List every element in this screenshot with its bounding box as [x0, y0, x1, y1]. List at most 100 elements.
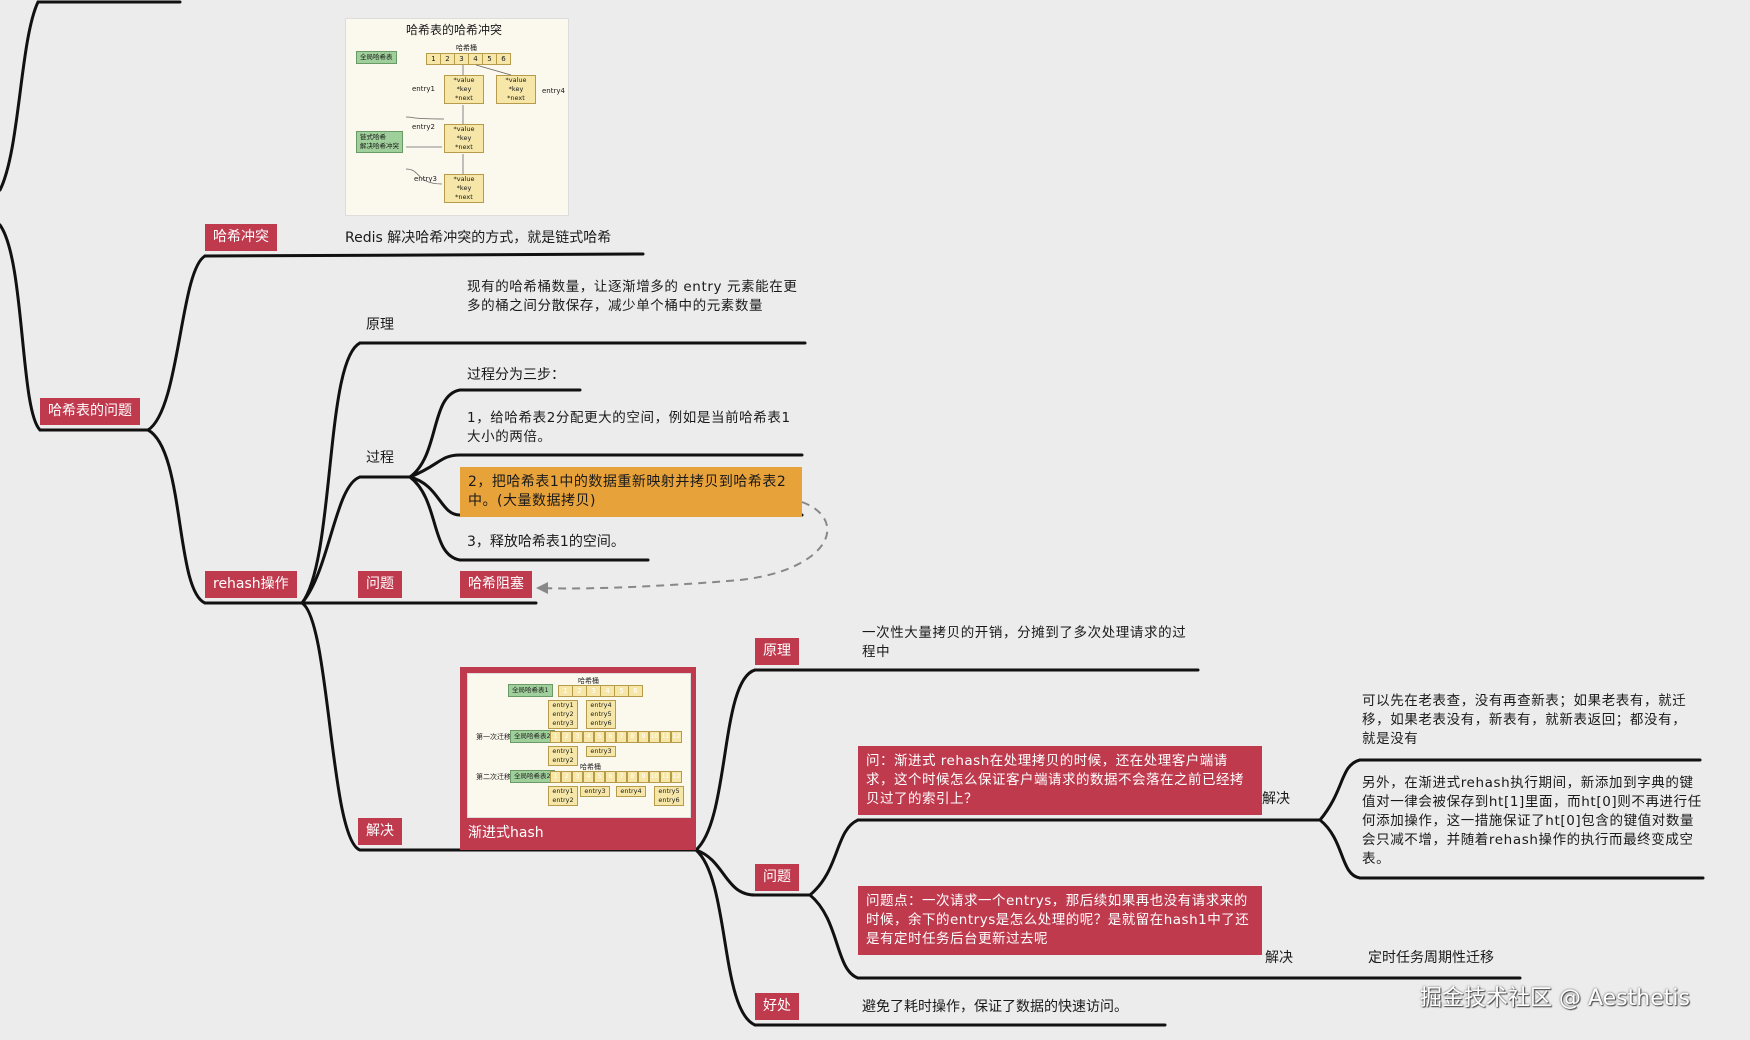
bucket-cell: 6 — [605, 771, 616, 783]
entry-stack-f: entry3 — [580, 786, 610, 797]
bucket-cell: 12 — [671, 731, 682, 743]
field-key: *key — [456, 85, 472, 93]
bucket-cell: 5 — [594, 771, 605, 783]
node-p-principle[interactable]: 原理 — [755, 638, 799, 665]
bucket-cell: 2 — [561, 731, 572, 743]
bucket-cell: 5 — [482, 53, 497, 65]
bucket-cell: 9 — [638, 731, 649, 743]
node-p-problem[interactable]: 问题 — [755, 864, 799, 891]
bucket-cell: 3 — [586, 685, 601, 697]
bucket-cell: 6 — [605, 731, 616, 743]
bucket-cell: 6 — [496, 53, 511, 65]
field-next: *next — [455, 193, 473, 201]
bucket-cell: 3 — [572, 731, 583, 743]
node-principle[interactable]: 原理 — [366, 317, 394, 333]
bucket-cell: 2 — [572, 685, 587, 697]
field-value: *value — [505, 76, 527, 84]
p-principle-description: 一次性大量拷贝的开销，分摊到了多次处理请求的过程中 — [862, 625, 1187, 660]
node-hash-conflict[interactable]: 哈希冲突 — [205, 224, 277, 251]
process-step2[interactable]: 2，把哈希表1中的数据重新映射并拷贝到哈希表2中。(大量数据拷贝) — [460, 467, 802, 517]
diagram-title: 哈希表的哈希冲突 — [406, 23, 503, 37]
entry3-label: entry3 — [414, 175, 437, 183]
bucket-label: 哈希桶 — [578, 677, 599, 685]
step1-label: 第一次迁移之后 — [476, 733, 525, 741]
node-hash-problem[interactable]: 哈希表的问题 — [40, 398, 140, 425]
global2-tag-1: 全局哈希表2 — [510, 730, 555, 743]
entry5: entry5 — [590, 710, 612, 718]
field-value: *value — [453, 175, 475, 183]
bucket-cell: 9 — [638, 771, 649, 783]
entry-stack-h: entry5 entry6 — [654, 786, 684, 806]
chain-note-line1: 链式哈希 — [360, 133, 386, 141]
conflict-description: Redis 解决哈希冲突的方式，就是链式哈希 — [345, 230, 612, 246]
node-problem[interactable]: 问题 — [358, 571, 402, 598]
q1-answer-2: 另外，在渐进式rehash执行期间，新添加到字典的键值对一律会被保存到ht[1]… — [1362, 775, 1702, 867]
node-hash-block[interactable]: 哈希阻塞 — [460, 571, 532, 598]
bucket-cell: 1 — [426, 53, 441, 65]
bucket-cell: 1 — [550, 771, 561, 783]
entry2-box: *value *key *next — [444, 124, 484, 153]
q1-answer-1: 可以先在老表查，没有再查新表；如果老表有，就迁移，如果老表没有，新表有，就新表返… — [1362, 693, 1687, 747]
entry6: entry6 — [590, 719, 612, 727]
node-process[interactable]: 过程 — [366, 450, 394, 466]
entry1: entry1 — [552, 787, 574, 795]
entry4-label: entry4 — [542, 87, 565, 95]
entry-stack-g: entry4 — [616, 786, 646, 797]
bucket-cell: 7 — [616, 771, 627, 783]
bucket-cell: 3 — [454, 53, 469, 65]
q2-solve-label[interactable]: 解决 — [1265, 950, 1293, 966]
entry1-box: *value *key *next — [444, 75, 484, 104]
field-value: *value — [453, 125, 475, 133]
entry1-label: entry1 — [412, 85, 435, 93]
bucket-cell: 3 — [572, 771, 583, 783]
q1-solve-label[interactable]: 解决 — [1262, 791, 1290, 807]
chain-note-line2: 解决哈希冲突 — [360, 142, 399, 150]
entry4-box: *value *key *next — [496, 75, 536, 104]
process-step1: 1，给哈希表2分配更大的空间，例如是当前哈希表1大小的两倍。 — [467, 410, 791, 445]
chain-note: 链式哈希 解决哈希冲突 — [356, 131, 403, 153]
global2-tag-2: 全局哈希表2 — [510, 770, 555, 783]
entry1: entry1 — [552, 747, 574, 755]
bucket-cell: 10 — [649, 771, 660, 783]
field-key: *key — [456, 134, 472, 142]
entry3-box: *value *key *next — [444, 174, 484, 203]
bucket-cell: 11 — [660, 771, 671, 783]
progressive-hash-label: 渐进式hash — [468, 825, 544, 841]
bucket-cell: 1 — [550, 731, 561, 743]
bucket-label-2: 哈希桶 — [580, 763, 601, 771]
q2-answer: 定时任务周期性迁移 — [1368, 950, 1494, 966]
process-step3: 3，释放哈希表1的空间。 — [467, 534, 625, 550]
entry-stack-d: entry3 — [586, 746, 616, 757]
global-table-tag: 全局哈希表 — [356, 51, 397, 64]
entry2: entry2 — [552, 710, 574, 718]
question-1[interactable]: 问：渐进式 rehash在处理拷贝的时候，还在处理客户端请求，这个时候怎么保证客… — [858, 746, 1262, 815]
entry1: entry1 — [552, 701, 574, 709]
node-benefit[interactable]: 好处 — [755, 993, 799, 1020]
entry3: entry3 — [590, 747, 612, 755]
entry2-label: entry2 — [412, 123, 435, 131]
node-rehash[interactable]: rehash操作 — [205, 571, 297, 598]
watermark: 掘金技术社区 @ Aesthetis — [1420, 986, 1690, 1011]
bucket-cell: 1 — [558, 685, 573, 697]
bucket-label: 哈希桶 — [456, 44, 477, 52]
global1-tag: 全局哈希表1 — [508, 684, 553, 697]
bucket-cell: 5 — [614, 685, 629, 697]
field-next: *next — [455, 94, 473, 102]
field-next: *next — [455, 143, 473, 151]
node-solve[interactable]: 解决 — [358, 818, 402, 845]
bucket-cell: 8 — [627, 771, 638, 783]
diagram1-arrows — [405, 64, 512, 185]
entry-stack-c: entry1 entry2 — [548, 746, 578, 766]
field-value: *value — [453, 76, 475, 84]
question-2[interactable]: 问题点：一次请求一个entrys，那后续如果再也没有请求来的时候，余下的entr… — [858, 886, 1262, 955]
bucket-cell: 8 — [627, 731, 638, 743]
bucket-cell: 12 — [671, 771, 682, 783]
field-next: *next — [507, 94, 525, 102]
entry5: entry5 — [658, 787, 680, 795]
bucket-cell: 4 — [600, 685, 615, 697]
bucket-cell: 4 — [583, 771, 594, 783]
entry-stack-e: entry1 entry2 — [548, 786, 578, 806]
